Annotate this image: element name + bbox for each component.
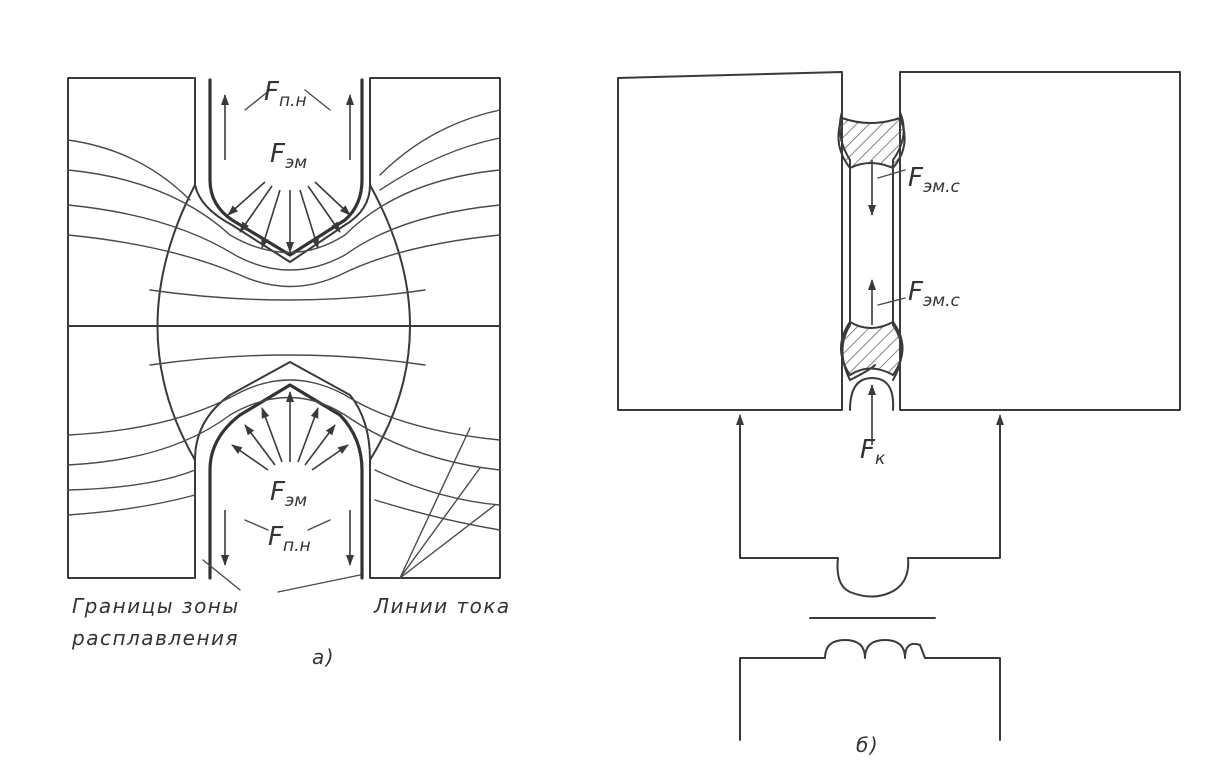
- workpiece-outline: [67, 77, 501, 579]
- bottom-hatched-bridge: [840, 320, 904, 377]
- top-hatched-bridge: [837, 116, 906, 170]
- femc-arrows: [868, 160, 906, 325]
- electrical-circuit: [736, 414, 1004, 741]
- fem-top-arrows: [227, 181, 351, 253]
- caption-boundary-line2: расплавления: [71, 626, 239, 650]
- molten-zone-arc: [156, 184, 196, 461]
- panel-letter-b: б): [856, 733, 879, 757]
- boundary-leaders: [202, 559, 361, 593]
- panel-letter-a: а): [312, 645, 335, 669]
- right-workpiece: [899, 71, 1181, 411]
- fpn-top-arrows: [221, 89, 354, 160]
- caption-boundary-line1: Границы зоны: [72, 594, 240, 618]
- label-femc-bottom: Fэм.с: [908, 277, 961, 311]
- label-fk: Fк: [860, 435, 886, 469]
- label-fem-top: Fэм: [270, 139, 307, 173]
- molten-zone-arc-right: [369, 184, 411, 461]
- fem-bottom-arrows: [231, 391, 349, 471]
- label-femc-top: Fэм.с: [908, 163, 961, 197]
- label-fpn-bottom: Fп.н: [268, 522, 311, 556]
- panel-a: Fп.н Fэм Fэм Fп.н Границы зоны расплавле…: [67, 77, 511, 669]
- current-lines-leaders: [399, 427, 496, 579]
- transformer-coil: [739, 639, 1001, 741]
- fpn-bottom-arrows: [221, 510, 354, 566]
- label-fpn-top: Fп.н: [264, 77, 307, 111]
- molten-bridge: [837, 111, 906, 411]
- caption-current-lines: Линии тока: [373, 594, 511, 618]
- panel-b: Fэм.с Fэм.с Fк б): [617, 71, 1181, 757]
- left-workpiece: [617, 71, 843, 411]
- label-fem-bottom: Fэм: [270, 477, 307, 511]
